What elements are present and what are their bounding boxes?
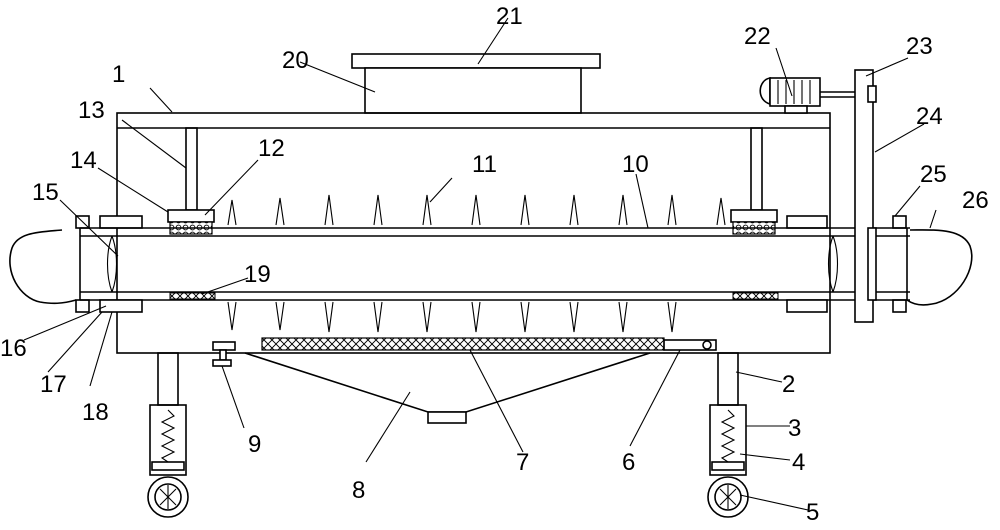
part-labels: 1 2 3 4 5 6 7 8 9 10 11 12 13 14 15 16 1…: [0, 3, 989, 526]
main-housing: [116, 112, 831, 354]
left-leg: [147, 352, 189, 518]
bearing-blocks: [167, 209, 778, 235]
label-4: 4: [792, 449, 805, 476]
label-3: 3: [788, 415, 801, 442]
outlet-pipe: [663, 339, 717, 351]
outlet-valve-small: [702, 340, 712, 350]
feed-hopper: [351, 53, 601, 114]
label-12: 12: [258, 135, 285, 162]
label-9: 9: [248, 431, 261, 458]
label-21: 21: [496, 3, 523, 30]
label-1: 1: [112, 61, 125, 88]
label-7: 7: [516, 449, 529, 476]
label-18: 18: [82, 399, 109, 426]
bottom-screen: [261, 337, 665, 351]
lower-bristles: [227, 301, 677, 333]
label-8: 8: [352, 477, 365, 504]
belt-drive: [854, 69, 877, 323]
lower-seals: [99, 299, 828, 313]
label-24: 24: [916, 103, 943, 130]
label-16: 16: [0, 335, 27, 362]
valve: [212, 341, 236, 367]
label-11: 11: [472, 151, 497, 178]
label-6: 6: [622, 449, 635, 476]
label-17: 17: [40, 371, 67, 398]
side-bags: [9, 229, 973, 306]
motor: [759, 77, 858, 114]
label-15: 15: [32, 179, 59, 206]
label-14: 14: [70, 147, 97, 174]
leader-lines: [23, 17, 937, 511]
collection-funnel: [244, 352, 651, 424]
upper-bristles: [227, 194, 726, 226]
label-13: 13: [78, 97, 105, 124]
label-23: 23: [906, 33, 933, 60]
rotating-drum: [79, 227, 910, 301]
label-20: 20: [282, 47, 309, 74]
label-22: 22: [744, 23, 771, 50]
label-10: 10: [622, 151, 649, 178]
label-25: 25: [920, 161, 947, 188]
seal-strip-right: [732, 292, 779, 300]
label-2: 2: [782, 371, 795, 398]
seal-strip: [169, 292, 216, 300]
label-26: 26: [962, 187, 989, 214]
label-5: 5: [806, 499, 819, 526]
end-screens: [106, 235, 839, 293]
label-19: 19: [244, 261, 271, 288]
right-leg: [707, 352, 749, 518]
